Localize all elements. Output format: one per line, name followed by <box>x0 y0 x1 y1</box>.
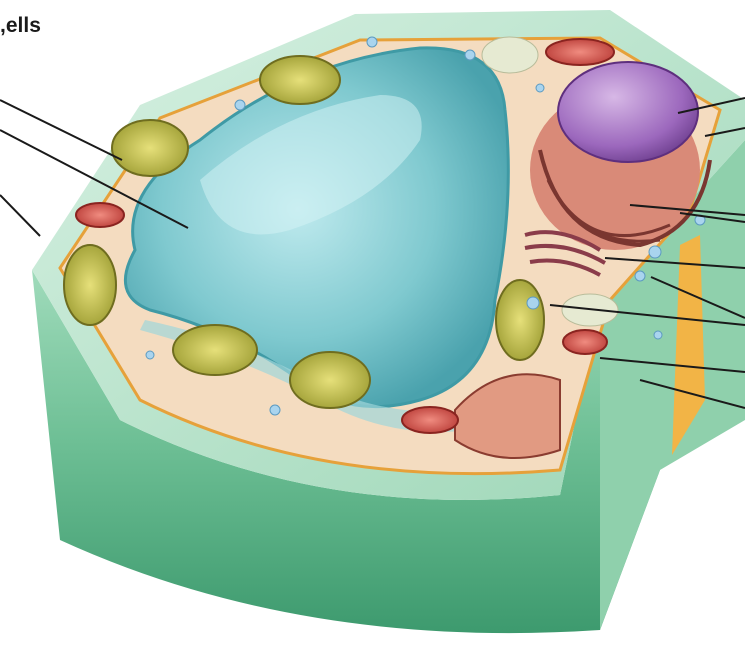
mitochondrion <box>546 39 614 65</box>
chloroplast <box>64 245 116 325</box>
chloroplast <box>290 352 370 408</box>
chloroplast-pointer <box>0 100 122 160</box>
chloroplast <box>112 120 188 176</box>
chloroplast <box>496 280 544 360</box>
mitochondrion <box>402 407 458 433</box>
mitochondrion <box>563 330 607 354</box>
chloroplast <box>260 56 340 104</box>
small-vacuole <box>482 37 538 73</box>
cell-wall-pointer-left <box>0 195 40 236</box>
mitochondrion <box>76 203 124 227</box>
chloroplast <box>173 325 257 375</box>
nucleus <box>558 62 698 162</box>
